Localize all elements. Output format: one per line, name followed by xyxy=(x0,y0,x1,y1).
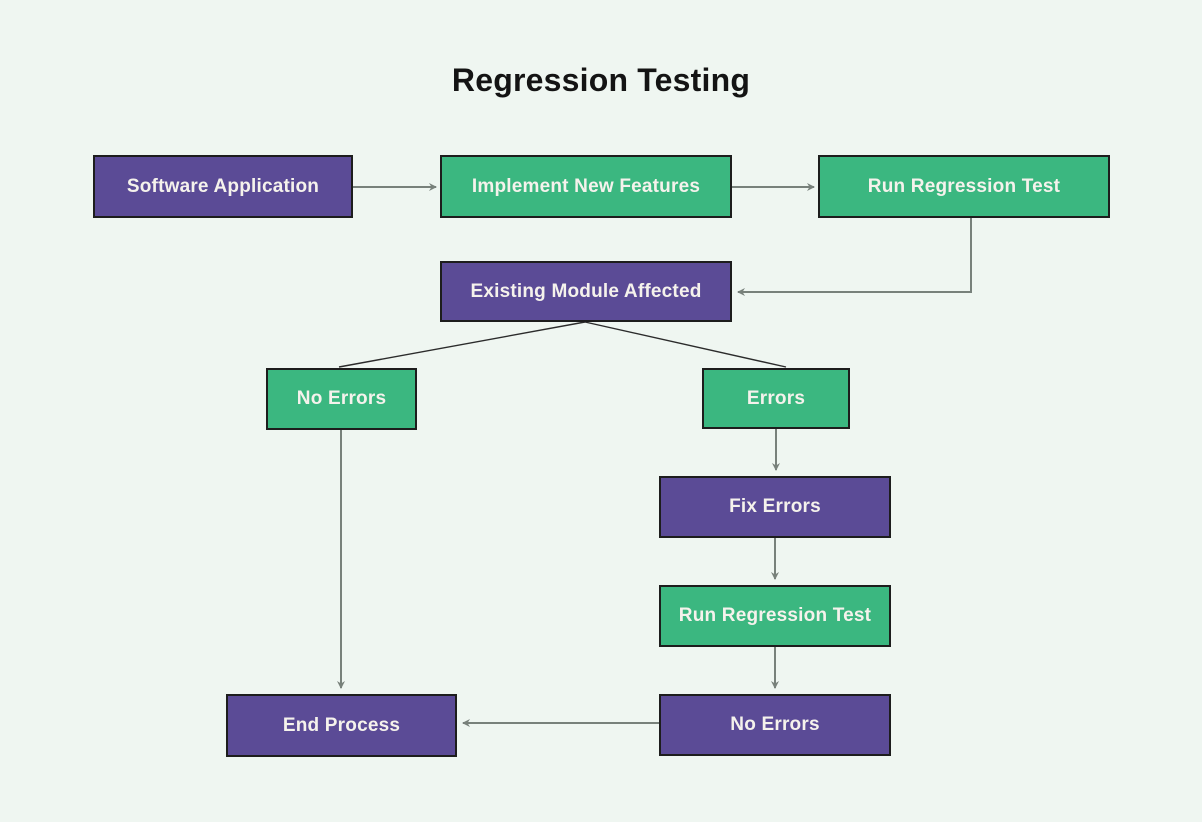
flow-node-label: Fix Errors xyxy=(729,496,821,517)
flow-node-label: No Errors xyxy=(730,714,820,735)
flow-node-label: Run Regression Test xyxy=(678,605,872,626)
flow-node-fix-errors: Fix Errors xyxy=(659,476,891,538)
flow-node-no-errors-left: No Errors xyxy=(266,368,417,430)
flow-node-run-regression-test-1: Run Regression Test xyxy=(818,155,1110,218)
flow-node-label: No Errors xyxy=(296,388,387,409)
flow-node-run-regression-test-2: Run Regression Test xyxy=(659,585,891,647)
flow-node-end-process: End Process xyxy=(226,694,457,757)
edge-existing-module-affected-to-no-errors-left xyxy=(338,321,586,368)
flow-node-existing-module-affected: Existing Module Affected xyxy=(440,261,732,322)
flow-node-label: Existing Module Affected xyxy=(470,280,702,302)
flow-node-errors: Errors xyxy=(702,368,850,429)
flow-node-label: Errors xyxy=(746,387,806,409)
flow-node-label: Run Regression Test xyxy=(867,175,1061,197)
flow-node-label: End Process xyxy=(282,714,401,736)
flow-node-label: Implement New Features xyxy=(471,175,701,197)
flow-node-implement-new-features: Implement New Features xyxy=(440,155,732,218)
edge-existing-module-affected-to-errors xyxy=(584,321,787,368)
flow-node-software-application: Software Application xyxy=(93,155,353,218)
diagram-title: Regression Testing xyxy=(451,62,751,98)
flow-node-no-errors-bottom: No Errors xyxy=(659,694,891,756)
edge-run-regression-test-1-to-existing-module-affected xyxy=(737,218,972,296)
flow-node-label: Software Application xyxy=(126,175,320,197)
